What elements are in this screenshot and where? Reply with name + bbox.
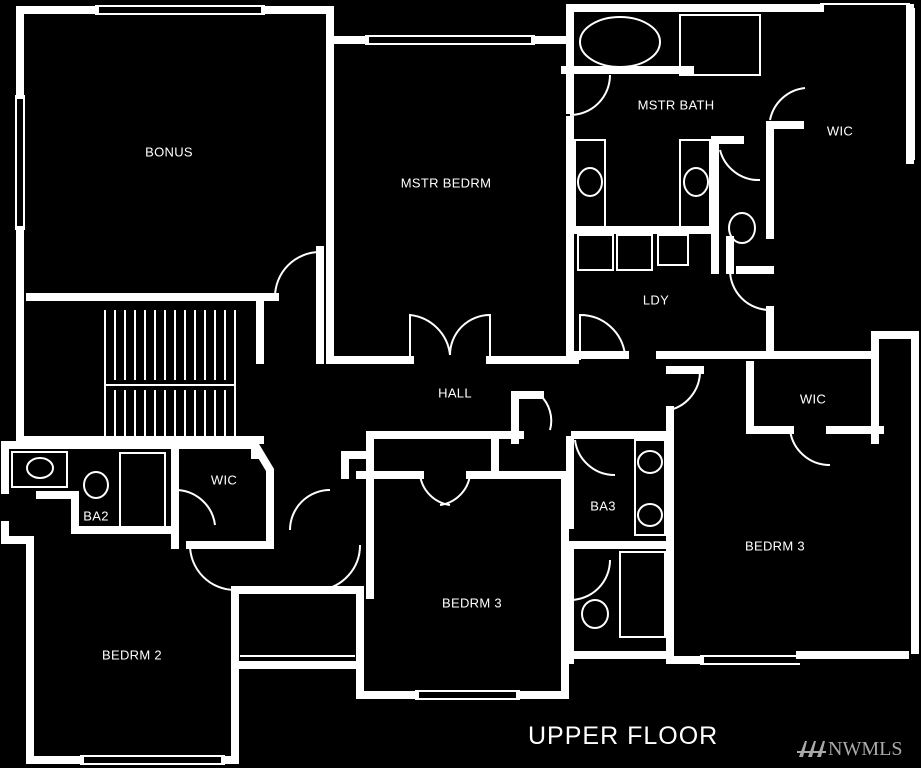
windows bbox=[15, 3, 915, 765]
room-label-wic-right: WIC bbox=[799, 391, 827, 407]
fixtures bbox=[11, 14, 761, 638]
room-label-master-bath: MSTR BATH bbox=[637, 97, 715, 113]
watermark: NWMLS bbox=[828, 738, 903, 760]
room-label-bedroom3-center: BEDRM 3 bbox=[442, 595, 502, 611]
room-label-bedroom3-right: BEDRM 3 bbox=[745, 538, 805, 554]
stairs bbox=[104, 310, 236, 440]
room-label-laundry: LDY bbox=[642, 292, 670, 308]
room-label-bath3: BA3 bbox=[590, 498, 616, 514]
room-label-wic-master: WIC bbox=[826, 123, 854, 139]
room-label-master-bedroom: MSTR BEDRM bbox=[400, 175, 492, 191]
room-label-wic-left: WIC bbox=[210, 472, 238, 488]
doors bbox=[174, 74, 831, 601]
room-label-bonus: BONUS bbox=[145, 144, 193, 160]
room-label-bath2: BA2 bbox=[83, 508, 109, 524]
floor-title: UPPER FLOOR bbox=[528, 722, 719, 750]
room-label-bedroom2: BEDRM 2 bbox=[102, 647, 162, 663]
walls bbox=[1, 4, 919, 764]
room-label-hall: HALL bbox=[438, 385, 472, 401]
nwmls-logo-icon bbox=[797, 741, 826, 757]
